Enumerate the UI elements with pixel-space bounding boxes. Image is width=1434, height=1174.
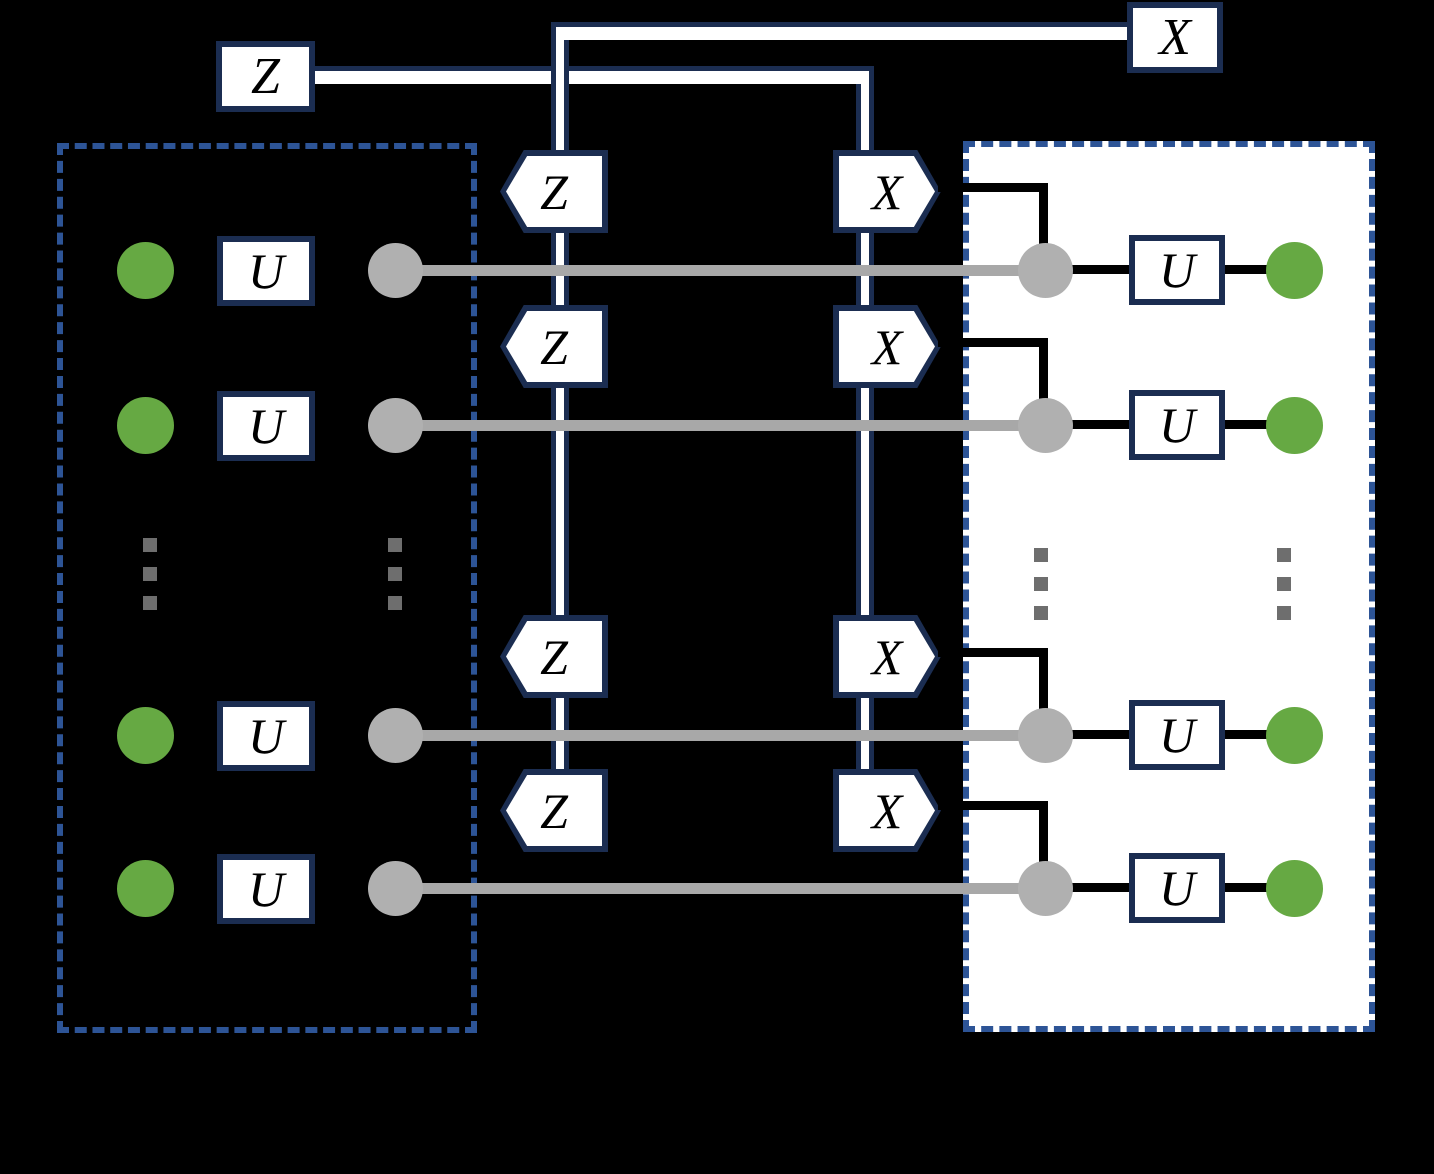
classical-wire-z-to-x-box: [551, 22, 1136, 40]
left-gate-u-row-4-label: U: [247, 861, 285, 917]
left-group-box: [57, 143, 477, 1033]
classical-wire-x-to-z-box: [315, 66, 874, 84]
x-gate-row-3-label: X: [871, 628, 903, 685]
classical-wire-x-column: [856, 150, 874, 852]
x-gate-row-2[interactable]: X: [833, 305, 941, 388]
correction-gate-z[interactable]: Z: [216, 41, 315, 112]
left-output-node-row-2: [368, 398, 423, 453]
left-input-node-row-4: [117, 860, 174, 917]
x-gate-row-2-label: X: [871, 318, 903, 375]
right-gate-u-row-4[interactable]: U: [1129, 853, 1225, 923]
left-output-column-ellipsis: [388, 538, 402, 625]
z-gate-row-4[interactable]: Z: [500, 769, 608, 852]
right-input-node-row-1: [1018, 243, 1073, 298]
right-gate-u-row-2[interactable]: U: [1129, 390, 1225, 460]
right-gate-u-row-4-label: U: [1158, 860, 1196, 916]
control-connector-v-row-2: [1039, 338, 1048, 428]
left-input-node-row-3: [117, 707, 174, 764]
x-gate-row-2-face: [839, 311, 935, 382]
right-input-node-row-4: [1018, 861, 1073, 916]
right-input-node-row-2: [1018, 398, 1073, 453]
right-wire-gate-to-node-row-2: [1215, 420, 1285, 429]
z-gate-row-1[interactable]: Z: [500, 150, 608, 233]
x-gate-row-3[interactable]: X: [833, 615, 941, 698]
z-gate-row-2-face: [506, 311, 602, 382]
quantum-wire-row-4: [395, 883, 1045, 894]
x-gate-row-4-face: [839, 775, 935, 846]
correction-gate-x-label: X: [1159, 8, 1191, 66]
right-gate-u-row-3-label: U: [1158, 707, 1196, 763]
classical-wire-z-column: [551, 150, 569, 852]
right-wire-gate-to-node-row-4: [1215, 883, 1285, 892]
quantum-wire-row-1: [395, 265, 1045, 276]
right-wire-node-to-gate-row-2: [1065, 420, 1137, 429]
left-input-node-row-1: [117, 242, 174, 299]
right-input-column-ellipsis: [1034, 548, 1048, 635]
left-input-column-ellipsis: [143, 538, 157, 625]
z-gate-row-3-face: [506, 621, 602, 692]
right-output-node-row-3: [1266, 707, 1323, 764]
left-output-node-row-3: [368, 708, 423, 763]
x-gate-row-1[interactable]: X: [833, 150, 941, 233]
x-gate-row-4[interactable]: X: [833, 769, 941, 852]
right-output-node-row-4: [1266, 860, 1323, 917]
x-gate-row-3-face: [839, 621, 935, 692]
z-gate-row-3[interactable]: Z: [500, 615, 608, 698]
control-connector-v-row-3: [1039, 648, 1048, 738]
right-input-node-row-3: [1018, 708, 1073, 763]
left-output-node-row-1: [368, 243, 423, 298]
right-wire-gate-to-node-row-3: [1215, 730, 1285, 739]
control-connector-v-row-1: [1039, 183, 1048, 273]
x-gate-row-1-label: X: [871, 163, 903, 220]
right-gate-u-row-3[interactable]: U: [1129, 700, 1225, 770]
right-wire-node-to-gate-row-4: [1065, 883, 1137, 892]
right-gate-u-row-2-label: U: [1158, 397, 1196, 453]
z-gate-row-3-label: Z: [540, 628, 568, 685]
right-gate-u-row-1[interactable]: U: [1129, 235, 1225, 305]
control-connector-h-row-1: [938, 183, 1048, 192]
quantum-wire-row-3: [395, 730, 1045, 741]
right-wire-node-to-gate-row-3: [1065, 730, 1137, 739]
z-gate-row-1-face: [506, 156, 602, 227]
z-gate-row-2[interactable]: Z: [500, 305, 608, 388]
control-connector-h-row-2: [938, 338, 1048, 347]
control-connector-h-row-4: [938, 801, 1048, 810]
right-output-node-row-1: [1266, 242, 1323, 299]
right-wire-node-to-gate-row-1: [1065, 265, 1137, 274]
left-gate-u-row-1[interactable]: U: [217, 236, 315, 306]
quantum-wire-row-2: [395, 420, 1045, 431]
z-gate-row-4-label: Z: [540, 782, 568, 839]
right-gate-u-row-1-label: U: [1158, 242, 1196, 298]
left-gate-u-row-4[interactable]: U: [217, 854, 315, 924]
left-gate-u-row-1-label: U: [247, 243, 285, 299]
correction-gate-x[interactable]: X: [1127, 2, 1223, 73]
z-gate-row-2-label: Z: [540, 318, 568, 375]
x-gate-row-4-label: X: [871, 782, 903, 839]
control-connector-h-row-3: [938, 648, 1048, 657]
right-output-column-ellipsis: [1277, 548, 1291, 635]
left-gate-u-row-2-label: U: [247, 398, 285, 454]
right-output-node-row-2: [1266, 397, 1323, 454]
right-wire-gate-to-node-row-1: [1215, 265, 1285, 274]
left-output-node-row-4: [368, 861, 423, 916]
left-gate-u-row-2[interactable]: U: [217, 391, 315, 461]
z-gate-row-1-label: Z: [540, 163, 568, 220]
z-gate-row-4-face: [506, 775, 602, 846]
left-gate-u-row-3-label: U: [247, 708, 285, 764]
x-gate-row-1-face: [839, 156, 935, 227]
control-connector-v-row-4: [1039, 801, 1048, 891]
left-input-node-row-2: [117, 397, 174, 454]
correction-gate-z-label: Z: [251, 47, 280, 105]
left-gate-u-row-3[interactable]: U: [217, 701, 315, 771]
